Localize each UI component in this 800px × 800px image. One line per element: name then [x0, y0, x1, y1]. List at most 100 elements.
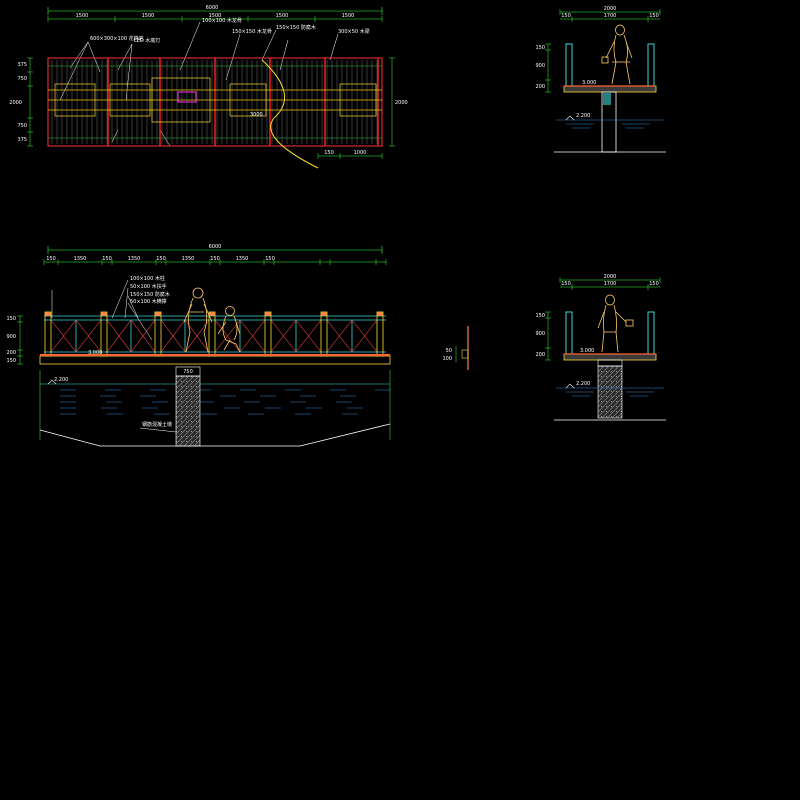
- elevation-note-handrail: 50×100 木扶手: [130, 283, 167, 290]
- elevation-person-crouching: [217, 306, 241, 353]
- plan-note-joist-150: 150×150 木龙骨: [232, 28, 272, 35]
- elevation-left-dim-2: 900: [6, 334, 16, 340]
- cross-brace: [184, 319, 210, 353]
- railing-post-cap: [155, 312, 161, 316]
- section-bottom-deck-level: 3.000: [580, 348, 594, 354]
- section-top-deck-level: 3.000: [582, 80, 596, 86]
- section-top-person: [601, 24, 633, 85]
- section-top-left-dim-2: 900: [535, 63, 545, 69]
- elevation-person-walking: [183, 287, 213, 353]
- elevation-deck-surface: [40, 354, 390, 356]
- cross-brace: [295, 319, 322, 353]
- railing-post: [44, 311, 52, 357]
- cross-brace: [351, 319, 378, 353]
- section-bottom-sub-dim-3: 150: [649, 281, 659, 287]
- cross-brace: [160, 319, 186, 353]
- railing-post-cap: [45, 312, 51, 316]
- elevation-note-brace: 50×100 木横撑: [130, 298, 167, 305]
- plan-note-deck-150: 150×150 防腐木: [276, 24, 316, 31]
- section-bottom-pier: [597, 365, 623, 419]
- elevation-view: 6000 150 1350 150 1350 150 1350 150 1350…: [6, 244, 391, 447]
- plan-sub-dim-5: 1500: [342, 13, 355, 19]
- plan-sub-dimension-line: [47, 16, 383, 22]
- elevation-water-dashes: [60, 389, 391, 415]
- plan-left-dim-5: 375: [17, 137, 27, 143]
- section-top-overall-dimension: [559, 9, 661, 22]
- section-bottom-sub-dim-1: 150: [561, 281, 571, 287]
- section-bottom-overall-dim: 2000: [604, 274, 617, 280]
- elevation-sub-dim-3: 150: [102, 256, 112, 262]
- railing-post-cap: [265, 312, 271, 316]
- section-top-sub-dim-2: 1700: [604, 13, 617, 19]
- plan-sub-dim-4: 1500: [276, 13, 289, 19]
- section-top-pier-cap: [603, 93, 611, 105]
- elevation-deck-beam: [39, 355, 391, 365]
- plan-note-led: LED 水底灯: [134, 37, 160, 44]
- post-detail: 50 100: [442, 326, 469, 370]
- section-top-sub-dim-1: 150: [561, 13, 571, 19]
- plan-bottom-dimension-line: [317, 153, 383, 159]
- plan-bottom-dim-1: 150: [324, 150, 334, 156]
- cross-brace: [239, 319, 266, 353]
- railing-post-cap: [209, 312, 215, 316]
- plan-post-columns: [107, 58, 379, 146]
- section-bottom-left-dimension: [545, 311, 551, 361]
- detail-block: [461, 349, 469, 359]
- elevation-overall-dimension: [47, 246, 383, 254]
- elevation-water-level: 2.200: [54, 377, 68, 383]
- plan-overall-dimension: [47, 7, 383, 15]
- railing-post: [208, 311, 216, 357]
- elevation-sub-dimension-labels: 150 1350 150 1350 150 1350 150 1350 150: [46, 256, 275, 262]
- plan-beams: [48, 89, 382, 111]
- section-top-left-dim-3: 200: [535, 84, 545, 90]
- elevation-pier-leader: [139, 427, 177, 433]
- elevation-note-deck: 150×150 防腐木: [130, 291, 170, 298]
- plan-left-dim-2: 750: [17, 76, 27, 82]
- section-top-water-marker: [565, 115, 575, 121]
- section-top-overall-dim: 2000: [604, 6, 617, 12]
- section-top-deck: [563, 85, 657, 93]
- section-bottom-water-marker: [565, 383, 575, 389]
- elevation-water-level-marker: [47, 379, 57, 385]
- elevation-note-post: 100×100 木柱: [130, 275, 165, 282]
- plan-left-dim-3: 2000: [9, 100, 22, 106]
- section-bottom-sub-dim-2: 1700: [604, 281, 617, 287]
- plan-view: 6000 1500 1500 1500 1500 1500 60: [9, 5, 408, 169]
- railing-post-cap: [377, 312, 383, 316]
- section-bottom-person: [597, 294, 634, 353]
- elevation-riverbed: [39, 423, 391, 447]
- elevation-left-dim-4: 150: [6, 358, 16, 364]
- railing-post-cap: [321, 312, 327, 316]
- section-bottom-overall-dimension: [559, 277, 661, 290]
- elevation-left-dimension-line: [17, 315, 23, 365]
- plan-sub-dim-3: 1500: [209, 13, 222, 19]
- elevation-left-dim-1: 150: [6, 316, 16, 322]
- cross-brace: [130, 319, 156, 353]
- section-top-left-dim-1: 150: [535, 45, 545, 51]
- detail-dim-2: 100: [442, 356, 452, 362]
- elevation-deck-level: 3.000: [88, 350, 102, 356]
- cross-brace: [326, 319, 353, 353]
- section-bottom-deck: [563, 353, 657, 361]
- plan-overall-dim-label: 6000: [206, 5, 219, 11]
- railing-post: [376, 311, 384, 357]
- cross-brace: [270, 319, 297, 353]
- section-bottom-pier-cap: [597, 359, 623, 367]
- elevation-sub-dimension-line: [43, 259, 387, 265]
- plan-curved-shoreline: [261, 59, 319, 169]
- section-top: 2000 150 1700 150 3.000: [535, 6, 666, 153]
- plan-deck-planks: [51, 60, 378, 144]
- elevation-sub-dim-7: 150: [210, 256, 220, 262]
- section-bottom-water-level: 2.200: [576, 381, 590, 387]
- section-top-sub-dim-3: 150: [649, 13, 659, 19]
- elevation-sub-dim-8: 1350: [236, 256, 249, 262]
- elevation-cross-braces: [50, 319, 378, 353]
- elevation-sub-dim-1: 150: [46, 256, 56, 262]
- railing-post-cap: [101, 312, 107, 316]
- plan-note-joist-100: 100×100 木龙骨: [202, 17, 242, 24]
- section-bottom: 2000 150 1700 150 3.000 2.2: [535, 274, 666, 421]
- cross-brace: [106, 319, 132, 353]
- plan-note-beam-300: 300×50 木梁: [338, 28, 370, 35]
- elevation-pier-cap: [175, 366, 201, 377]
- elevation-sub-dim-4: 1350: [128, 256, 141, 262]
